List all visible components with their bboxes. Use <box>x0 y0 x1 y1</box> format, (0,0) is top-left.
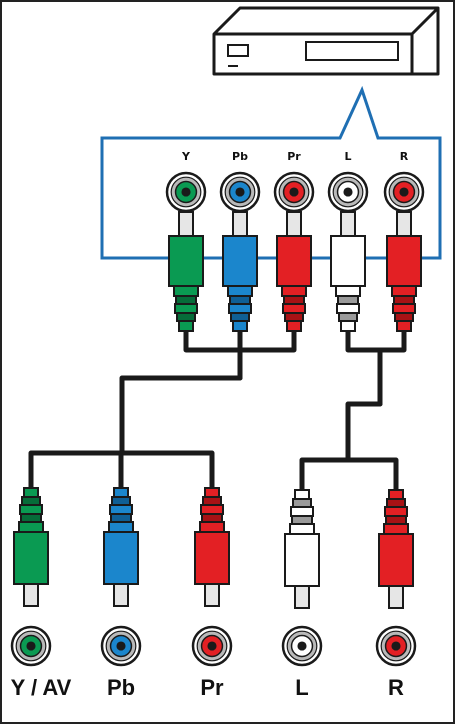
top-jack-label-y: Y <box>181 150 191 163</box>
bottom-jack-pb <box>100 625 142 667</box>
bottom-plug-y-av <box>13 487 49 607</box>
bottom-jack-label-l: L <box>295 675 308 700</box>
bottom-plug-r <box>378 489 414 609</box>
cable-video-top-harness <box>183 327 297 381</box>
top-plug-l <box>330 211 366 332</box>
top-plug-y <box>168 211 204 332</box>
top-plug-pb <box>222 211 258 332</box>
top-jack-l <box>327 171 369 213</box>
top-jack-label-pb: Pb <box>232 150 248 163</box>
bottom-plug-l <box>284 489 320 609</box>
cable-audio-top-harness <box>345 327 407 407</box>
bottom-jack-label-r: R <box>388 675 404 700</box>
bottom-jack-label-y-av: Y / AV <box>11 675 72 700</box>
bottom-jack-label-pb: Pb <box>107 675 135 700</box>
bottom-jack-y-av <box>10 625 52 667</box>
cable-video-bottom-harness <box>28 450 215 491</box>
cable-audio-bottom-harness <box>299 457 399 493</box>
top-jack-label-l: L <box>344 150 351 163</box>
bottom-plug-pr <box>194 487 230 607</box>
bottom-plug-pb <box>103 487 139 607</box>
device-jack-panel <box>100 85 442 260</box>
bottom-jack-l <box>281 625 323 667</box>
cable-audio-trunk <box>345 401 383 463</box>
bottom-jack-r <box>375 625 417 667</box>
top-plug-r <box>386 211 422 332</box>
top-plug-pr <box>276 211 312 332</box>
top-jack-r <box>383 171 425 213</box>
top-jack-label-pr: Pr <box>287 150 301 163</box>
top-jack-pb <box>219 171 261 213</box>
top-jack-y <box>165 171 207 213</box>
top-jack-label-r: R <box>400 150 409 163</box>
cable-video-trunk <box>119 375 243 456</box>
top-jack-pr <box>273 171 315 213</box>
bottom-jack-label-pr: Pr <box>200 675 224 700</box>
bottom-jack-pr <box>191 625 233 667</box>
av-receiver-icon <box>212 6 440 76</box>
